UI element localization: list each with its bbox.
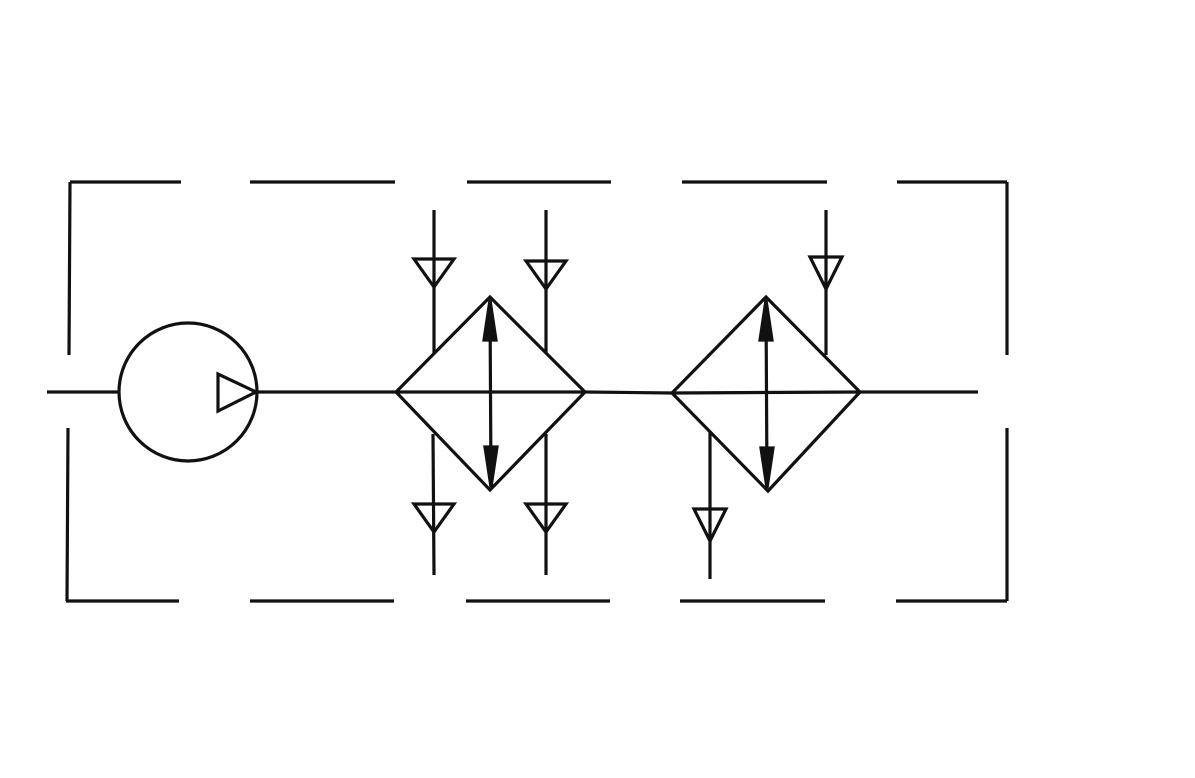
pump-flow-triangle (216, 371, 260, 414)
flow-direction-arrow-icon (410, 257, 458, 290)
heat-exchanger-icon (669, 210, 863, 579)
main-flow-line (47, 390, 978, 395)
hx1-diamond (393, 294, 588, 493)
boundary-left-segment (65, 427, 70, 602)
flow-direction-arrow-icon (807, 255, 845, 293)
flow-direction-arrow-icon (410, 502, 458, 535)
flow-line-hx1-to-hx2 (584, 390, 673, 395)
flow-direction-arrow-icon (691, 507, 729, 545)
flow-direction-arrow-icon (522, 259, 570, 292)
heat-exchanger-icon (393, 210, 588, 576)
hx1-arrow-head-up (482, 299, 498, 342)
boundary-left-segment (67, 181, 72, 356)
hx2-arrow-head-down (759, 446, 775, 489)
hx2-arrow-head-up (758, 299, 774, 342)
hx1-arrow-head-down (483, 445, 499, 488)
pump-icon (117, 321, 260, 463)
flow-direction-arrow-icon (522, 502, 570, 535)
dashed-boundary (65, 180, 1009, 603)
hx2-diamond (669, 294, 863, 494)
